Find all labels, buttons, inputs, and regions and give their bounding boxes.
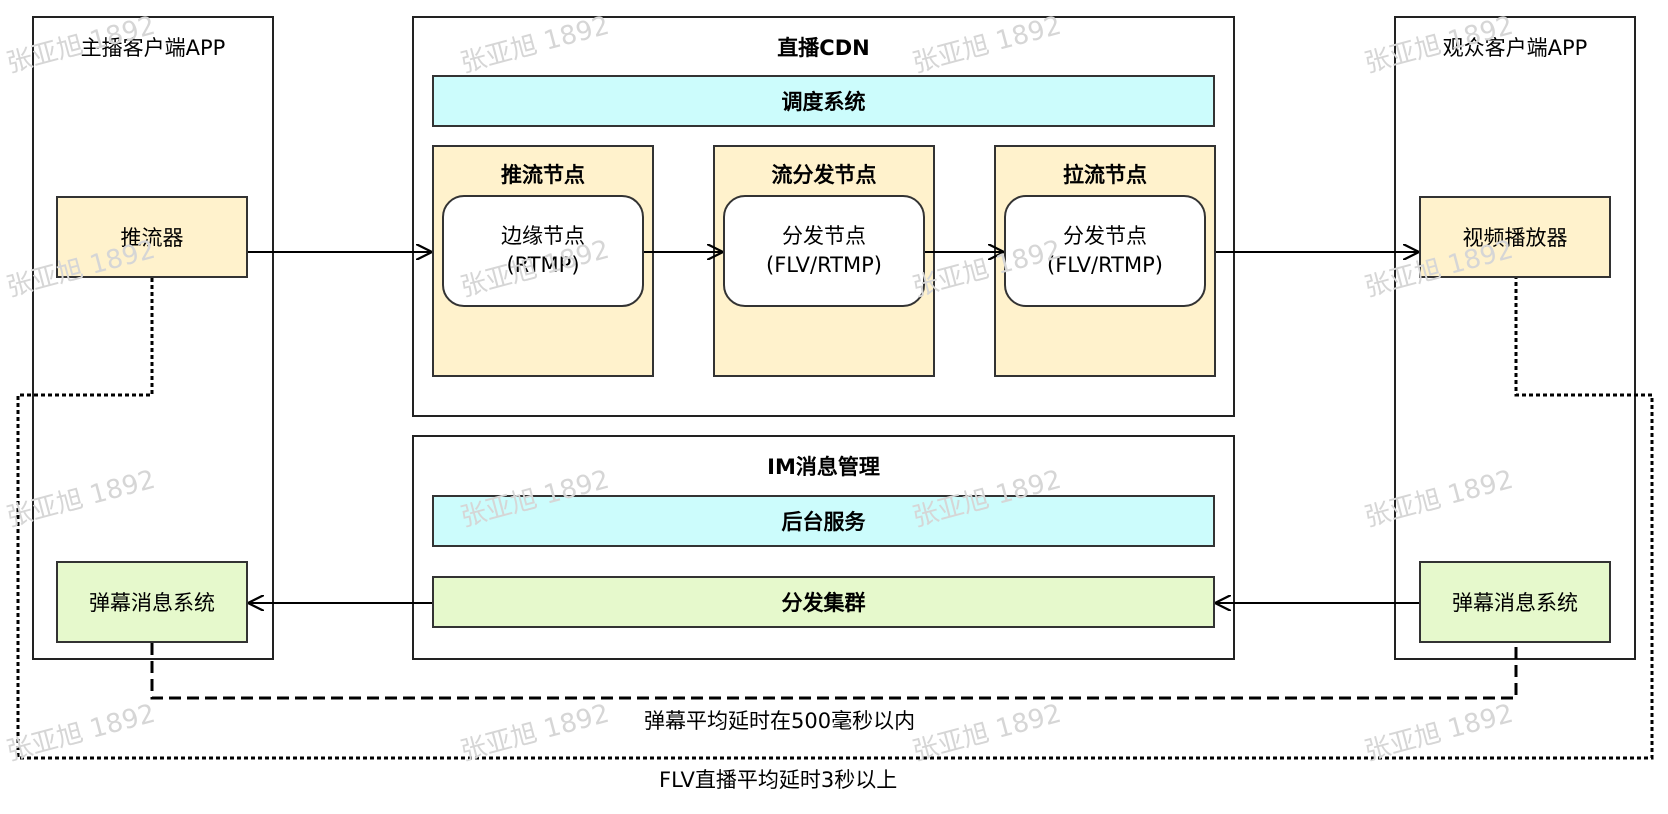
- flv-latency-note: FLV直播平均延时3秒以上: [659, 768, 898, 792]
- distribution-inner-node: 分发节点 (FLV/RTMP): [723, 195, 925, 307]
- viewer-danmaku-node: 弹幕消息系统: [1419, 561, 1611, 643]
- pull-inner-label: 分发节点: [1063, 224, 1147, 248]
- scheduler-bar: 调度系统: [432, 75, 1215, 127]
- flv-latency-path: [16, 278, 1654, 760]
- pusher-node: 推流器: [56, 196, 248, 278]
- push-node-title: 推流节点: [501, 163, 585, 187]
- anchor-danmaku-node: 弹幕消息系统: [56, 561, 248, 643]
- pull-inner-node: 分发节点 (FLV/RTMP): [1004, 195, 1206, 307]
- distribution-cluster-bar: 分发集群: [432, 576, 1215, 628]
- edge-node-protocol: (RTMP): [506, 253, 580, 277]
- cdn-title: 直播CDN: [777, 36, 870, 60]
- pull-node-title: 拉流节点: [1063, 163, 1147, 187]
- edge-node: 边缘节点 (RTMP): [442, 195, 644, 307]
- distribution-inner-label: 分发节点: [782, 224, 866, 248]
- danmaku-latency-note: 弹幕平均延时在500毫秒以内: [644, 709, 916, 733]
- im-title: IM消息管理: [767, 455, 880, 479]
- viewer-app-title: 观众客户端APP: [1442, 36, 1588, 60]
- pull-inner-protocol: (FLV/RTMP): [1047, 253, 1163, 277]
- edge-node-label: 边缘节点: [501, 224, 585, 248]
- backend-service-bar: 后台服务: [432, 495, 1215, 547]
- distribution-node-title: 流分发节点: [771, 163, 877, 187]
- anchor-app-title: 主播客户端APP: [80, 36, 226, 60]
- danmaku-latency-path: [150, 643, 1518, 700]
- video-player-node: 视频播放器: [1419, 196, 1611, 278]
- distribution-inner-protocol: (FLV/RTMP): [766, 253, 882, 277]
